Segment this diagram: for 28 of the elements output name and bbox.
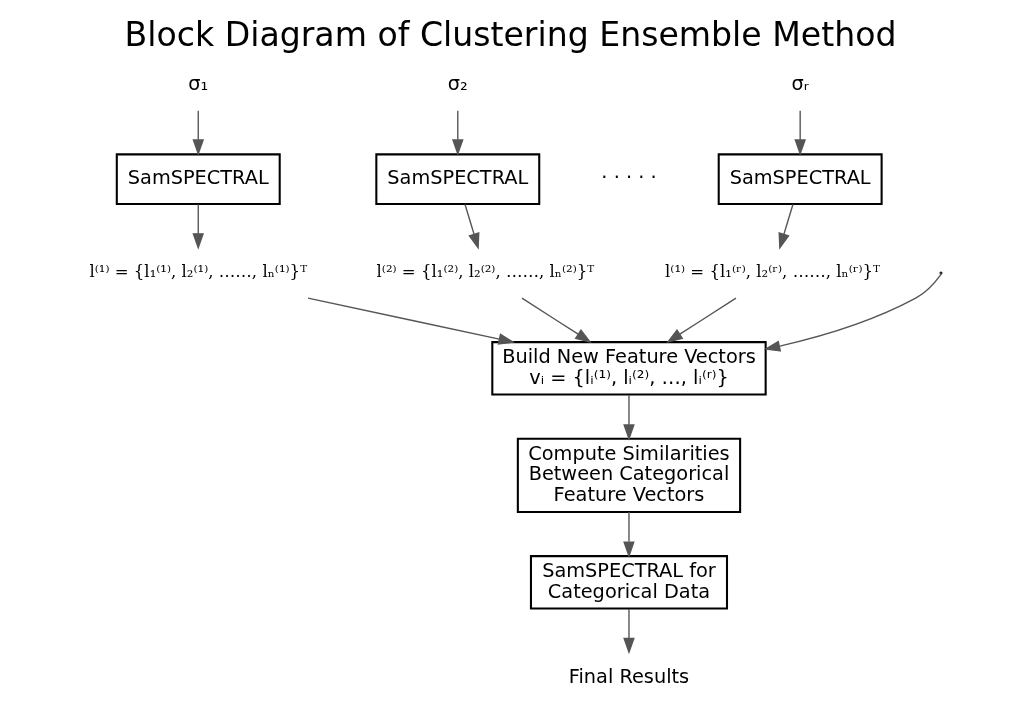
node-text: σ₁ [188,72,209,96]
node-box: SamSPECTRAL [717,153,883,206]
arrow [464,203,480,250]
node-box: Build New Feature Vectors vᵢ = {lᵢ⁽¹⁾, lᵢ⁽²⁾, …, lᵢ⁽ʳ⁾} [491,341,767,396]
arrow [192,109,205,156]
arrow [623,608,635,655]
node-text: l⁽²⁾ = {l₁⁽²⁾, l₂⁽²⁾, ……, lₙ⁽²⁾}ᵀ [376,262,595,282]
diagram-title: Block Diagram of Clustering Ensemble Method [124,14,897,54]
arrow [307,297,515,345]
arrow [794,109,806,156]
arrow [623,394,635,441]
node-box: Compute Similarities Between Categorical Feature Vectors [516,437,742,513]
node-text: σᵣ [791,72,809,96]
arrow [666,297,737,343]
label: · · · · · [601,166,657,190]
arrow [192,203,205,250]
node-text: σ₂ [447,72,468,96]
node-box: SamSPECTRAL for Categorical Data [529,555,729,610]
arrow [521,297,592,343]
node-box: SamSPECTRAL [115,153,281,206]
arrow [763,273,942,352]
arrow [778,203,794,250]
node-text: l⁽¹⁾ = {l₁⁽¹⁾, l₂⁽¹⁾, ……, lₙ⁽¹⁾}ᵀ [89,262,308,282]
arrow [623,511,635,558]
arrow [452,109,464,156]
node-text: Final Results [568,664,690,688]
node-box: SamSPECTRAL [375,153,541,206]
node-text: l⁽¹⁾ = {l₁⁽ʳ⁾, l₂⁽ʳ⁾, ……, lₙ⁽ʳ⁾}ᵀ [665,262,881,282]
